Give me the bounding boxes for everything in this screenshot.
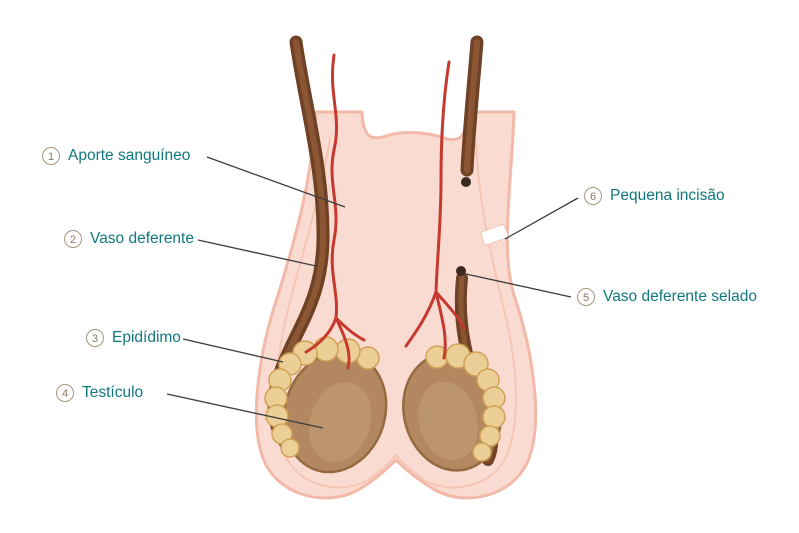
left-blood-vessel [304, 53, 366, 370]
scrotum-inner-contour [275, 137, 517, 489]
right-blood-vessel [404, 60, 466, 360]
label-text-vaso-deferente-selado: Vaso deferente selado [603, 288, 757, 305]
label-vaso-deferente-selado: 5 Vaso deferente selado [577, 288, 757, 306]
connector-epididimo [182, 338, 284, 363]
connector-lines [166, 156, 579, 429]
label-testiculo: 4 Testículo [56, 384, 143, 402]
connector-vaso-deferente [197, 239, 317, 267]
label-number-5: 5 [577, 288, 595, 306]
cut-end-lower-dot [456, 266, 466, 276]
left-testicle [282, 350, 388, 474]
label-pequena-incisao: 6 Pequena incisão [584, 187, 725, 205]
label-number-1: 1 [42, 147, 60, 165]
label-epididimo: 3 Epidídimo [86, 329, 181, 347]
label-text-epididimo: Epidídimo [112, 329, 181, 346]
label-text-vaso-deferente: Vaso deferente [90, 230, 194, 247]
connector-pequena-incisao [504, 197, 579, 240]
label-vaso-deferente: 2 Vaso deferente [64, 230, 194, 248]
left-epididymis [264, 336, 380, 458]
label-text-aporte-sanguineo: Aporte sanguíneo [68, 147, 191, 164]
connector-vaso-deferente-selado [465, 273, 572, 298]
label-number-4: 4 [56, 384, 74, 402]
label-number-2: 2 [64, 230, 82, 248]
right-epididymis [425, 343, 506, 462]
label-aporte-sanguineo: 1 Aporte sanguíneo [42, 147, 190, 165]
right-vas-deferens-upper-highlight [464, 39, 480, 173]
connector-aporte-sanguineo [206, 156, 346, 208]
label-text-testiculo: Testículo [82, 384, 144, 401]
cut-end-upper-dot [461, 177, 471, 187]
connector-testiculo [166, 393, 324, 429]
label-text-pequena-incisao: Pequena incisão [610, 187, 725, 204]
label-number-6: 6 [584, 187, 602, 205]
label-number-3: 3 [86, 329, 104, 347]
incision-mark [480, 224, 509, 246]
